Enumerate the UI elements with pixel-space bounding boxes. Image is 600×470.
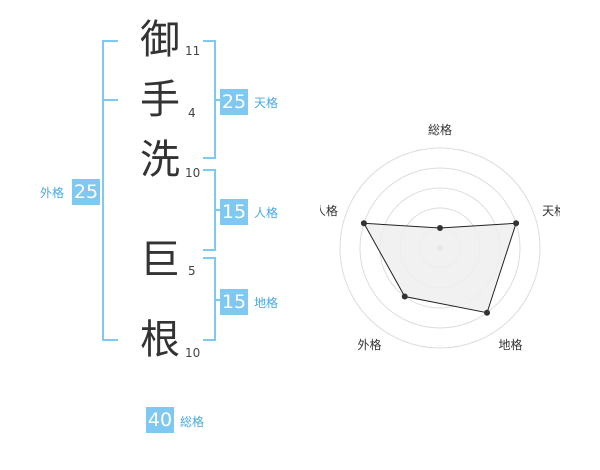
radar-point-5	[360, 220, 367, 227]
radar-point-4	[401, 293, 408, 300]
given-char-1: 巨	[140, 237, 180, 283]
chi-label: 地格	[254, 296, 279, 310]
radar-chart: 総格天格地格 外格 人格	[320, 122, 560, 352]
surname-char-2: 手	[140, 77, 180, 123]
radar-axis-label-4: 外格	[357, 337, 381, 352]
radar-axis-label-3: 地格	[499, 337, 523, 352]
surname-stroke-1: 11	[185, 44, 201, 58]
radar-series-area	[363, 222, 517, 314]
radar-point-2	[513, 220, 520, 227]
surname-char-1: 御	[140, 17, 180, 63]
chi-badge: 15	[220, 289, 248, 315]
chi-bracket	[203, 257, 216, 341]
given-stroke-1: 5	[188, 264, 196, 278]
outer-bracket	[102, 40, 118, 341]
given-char-2: 根	[140, 317, 180, 363]
sou-badge: 40	[146, 407, 174, 433]
gai-badge: 25	[72, 179, 100, 205]
surname-stroke-3: 10	[185, 166, 201, 180]
given-stroke-2: 10	[185, 346, 201, 360]
jin-bracket	[203, 169, 216, 251]
radar-point-3	[484, 309, 491, 316]
surname-char-3: 洗	[140, 137, 180, 183]
ten-label: 天格	[254, 96, 279, 110]
radar-grid-ring	[339, 147, 541, 349]
radar-grid-ring	[359, 167, 521, 329]
radar-point-1	[437, 225, 443, 231]
radar-axis-label-2: 天格	[542, 203, 560, 218]
bracket-lines	[102, 40, 220, 341]
gai-label: 外格	[40, 186, 65, 200]
ten-badge: 25	[220, 89, 248, 115]
ten-bracket	[203, 40, 216, 159]
sou-label: 総格	[180, 415, 205, 429]
surname-stroke-2: 4	[188, 106, 196, 120]
radar-axis-label-1: 総格	[428, 122, 452, 137]
jin-badge: 15	[220, 199, 248, 225]
radar-axis-label-5: 人格	[320, 203, 338, 218]
jin-label: 人格	[254, 206, 279, 220]
